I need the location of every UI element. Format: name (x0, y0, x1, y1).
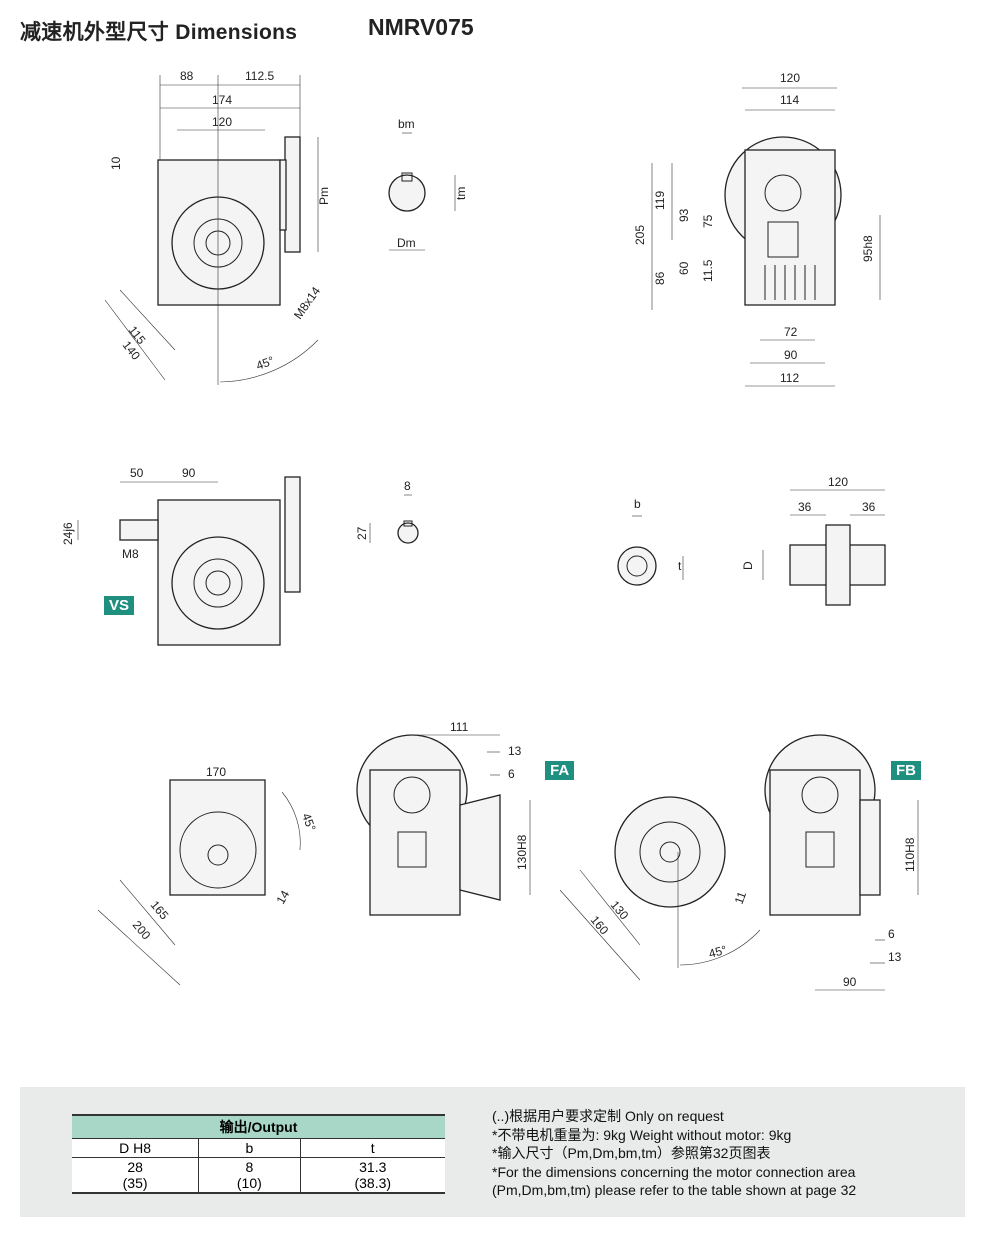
dim-angle: 45° (299, 811, 318, 833)
flange-b-view: 130 160 11 45° (559, 796, 761, 981)
dim-m8: M8 (122, 547, 139, 561)
note-line: *不带电机重量为: 9kg Weight without motor: 9kg (492, 1126, 792, 1143)
dim-90: 90 (784, 348, 798, 362)
dim-90: 90 (843, 975, 857, 989)
dim-36-left: 36 (798, 500, 812, 514)
dim-90: 90 (182, 466, 196, 480)
dim-112-5: 112.5 (245, 69, 274, 83)
dim-165: 165 (148, 898, 172, 923)
dim-112: 112 (780, 371, 799, 385)
dim-10: 10 (109, 156, 123, 170)
cell-d: 28(35) (72, 1157, 199, 1194)
side-view: 88 112.5 174 120 10 Pm 115 140 45° M8x14 (104, 69, 331, 385)
input-key-view: bm tm Dm (388, 117, 468, 251)
dim-6: 6 (888, 927, 895, 941)
value-standard: 31.3 (359, 1159, 387, 1175)
info-panel: 输出/Output D H8 b t 28(35) 8(10) 31.3(38.… (20, 1087, 965, 1217)
dim-93: 93 (677, 208, 691, 222)
dim-60: 60 (677, 261, 691, 275)
value-optional: (10) (236, 1175, 262, 1191)
header-d-h8: D H8 (72, 1138, 199, 1158)
dim-dm: Dm (397, 236, 416, 250)
dim-114: 114 (780, 93, 799, 107)
dim-13: 13 (508, 744, 522, 758)
value-standard: 8 (245, 1159, 254, 1175)
fa-badge: FA (545, 761, 575, 780)
dim-pm: Pm (317, 187, 331, 205)
dim-200: 200 (130, 918, 154, 943)
fb-view: 110H8 6 13 90 (764, 734, 919, 991)
dim-b: b (634, 497, 641, 511)
dim-120: 120 (212, 115, 232, 129)
dim-111: 111 (450, 720, 469, 734)
dim-120: 120 (828, 475, 848, 489)
value-optional: (35) (122, 1175, 148, 1191)
model-name: NMRV075 (368, 14, 474, 40)
dim-t: t (678, 559, 682, 573)
fa-view: 111 13 6 130H8 (356, 720, 531, 916)
technical-drawings: 88 112.5 174 120 10 Pm 115 140 45° M8x14… (61, 69, 919, 991)
dim-24j6: 24j6 (61, 522, 75, 545)
dim-bm: bm (398, 117, 415, 131)
dim-6: 6 (508, 767, 515, 781)
dim-174: 174 (212, 93, 232, 107)
dim-27: 27 (355, 526, 369, 540)
table-title: 输出/Output (72, 1114, 445, 1139)
dim-8: 8 (404, 479, 411, 493)
dim-13: 13 (888, 950, 902, 964)
cell-t: 31.3(38.3) (299, 1157, 445, 1194)
dim-86: 86 (653, 271, 667, 285)
vs-view: 50 90 24j6 M8 8 27 (61, 466, 419, 646)
dim-130: 130 (608, 898, 632, 923)
dim-angle: 45° (707, 943, 728, 961)
flange-a-view: 170 45° 165 200 14 (97, 765, 319, 986)
dim-95h8: 95h8 (861, 235, 875, 262)
header-t: t (299, 1138, 445, 1158)
output-bore-view: b t 120 36 36 D (617, 475, 886, 606)
dim-88: 88 (180, 69, 194, 83)
dim-11: 11 (732, 889, 750, 906)
front-view: 120 114 205 119 93 75 86 60 11.5 95h8 72… (633, 71, 881, 387)
dim-205: 205 (633, 225, 647, 245)
cell-b: 8(10) (198, 1157, 300, 1194)
value-standard: 28 (127, 1159, 143, 1175)
dim-tm: tm (454, 187, 468, 200)
fb-badge: FB (891, 761, 921, 780)
dim-d: D (741, 561, 755, 570)
dim-72: 72 (784, 325, 798, 339)
dim-170: 170 (206, 765, 226, 779)
note-line: *For the dimensions concerning the motor… (492, 1163, 856, 1180)
dim-120: 120 (780, 71, 800, 85)
note-line: (..)根据用户要求定制 Only on request (492, 1108, 724, 1124)
dim-110h8: 110H8 (903, 837, 917, 872)
header-b: b (198, 1138, 300, 1158)
dim-14: 14 (273, 888, 292, 907)
dim-bolt: M8x14 (291, 284, 323, 322)
dim-130h8: 130H8 (515, 834, 529, 870)
dim-75: 75 (701, 214, 715, 228)
value-optional: (38.3) (354, 1175, 392, 1191)
dim-50: 50 (130, 466, 144, 480)
page-title: 减速机外型尺寸 Dimensions (20, 21, 298, 44)
dim-11-5: 11.5 (701, 259, 715, 282)
dim-160: 160 (588, 913, 612, 938)
dim-36-right: 36 (862, 500, 876, 514)
note-line: (Pm,Dm,bm,tm) please refer to the table … (492, 1182, 857, 1198)
vs-badge: VS (104, 596, 135, 615)
dim-angle: 45° (254, 353, 276, 372)
dim-119: 119 (653, 191, 667, 210)
note-line: *输入尺寸（Pm,Dm,bm,tm）参照第32页图表 (492, 1145, 771, 1161)
output-table: 输出/Output D H8 b t 28(35) 8(10) 31.3(38.… (72, 1114, 445, 1194)
notes: (..)根据用户要求定制 Only on request *不带电机重量为: 9… (492, 1107, 856, 1200)
